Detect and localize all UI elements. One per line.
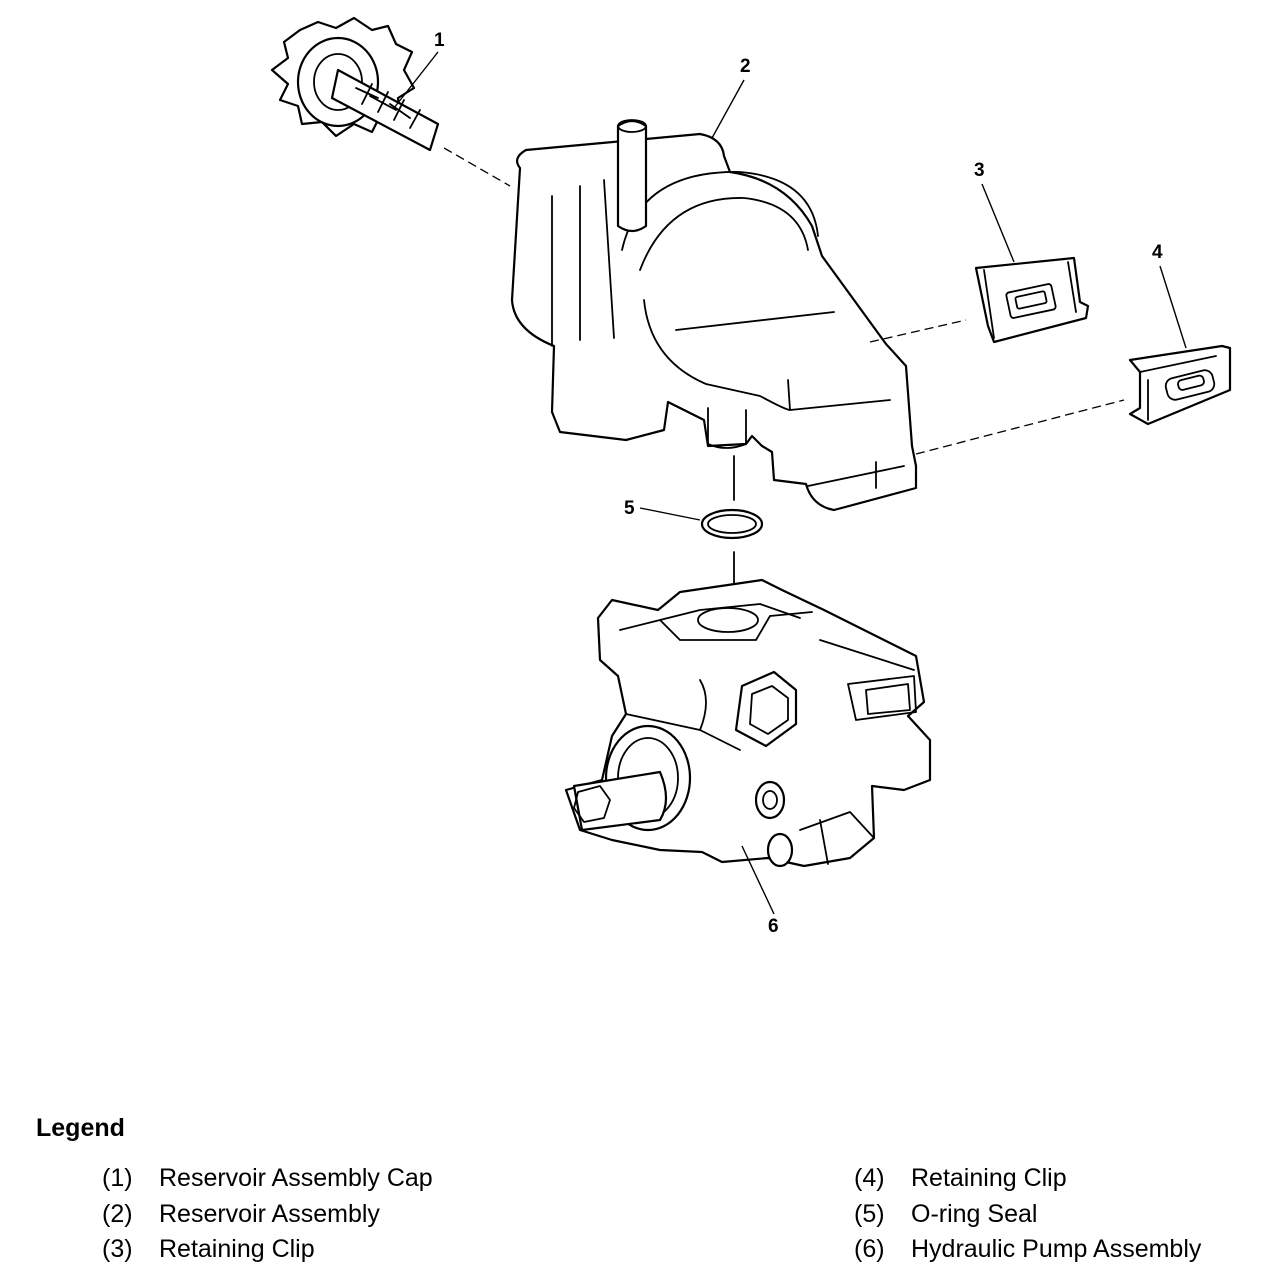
callout-4: 4 xyxy=(1152,242,1187,349)
callout-2: 2 xyxy=(711,56,751,139)
callout-5-label: 5 xyxy=(624,498,635,519)
legend-item-label: Retaining Clip xyxy=(911,1164,1067,1192)
legend-column-right: (4) Retaining Clip (5) O-ring Seal (6) Hydr… xyxy=(854,1164,1201,1271)
callout-4-label: 4 xyxy=(1152,242,1163,263)
hydraulic-pump-part xyxy=(564,578,932,868)
callout-3-label: 3 xyxy=(974,160,985,181)
legend-title: Legend xyxy=(36,1114,125,1142)
o-ring-seal-part xyxy=(700,508,764,601)
legend-item-label: Retaining Clip xyxy=(159,1235,315,1263)
exploded-view-diagram: 1 2 3 4 5 6 xyxy=(270,16,1232,937)
legend-item: (4) Retaining Clip xyxy=(854,1164,1201,1200)
callout-5: 5 xyxy=(624,498,701,521)
legend-item: (3) Retaining Clip xyxy=(102,1235,433,1271)
callout-1: 1 xyxy=(393,30,445,109)
callout-1-label: 1 xyxy=(434,30,445,51)
legend-item-number: (3) xyxy=(102,1235,133,1263)
legend-column-left: (1) Reservoir Assembly Cap (2) Reservoir A… xyxy=(102,1164,433,1271)
legend-item-label: Reservoir Assembly Cap xyxy=(159,1164,433,1192)
reservoir-cap-part xyxy=(270,16,511,187)
legend-item-number: (2) xyxy=(102,1199,133,1228)
legend-item-label: Reservoir Assembly xyxy=(159,1199,380,1228)
legend-item-label: O-ring Seal xyxy=(911,1199,1038,1228)
legend-item: (2) Reservoir Assembly xyxy=(102,1200,433,1236)
callout-6-label: 6 xyxy=(768,916,779,937)
reservoir-assembly-part xyxy=(510,119,1125,512)
retaining-clip-4-part xyxy=(1128,344,1232,426)
legend-item-number: (1) xyxy=(102,1164,133,1192)
callout-3: 3 xyxy=(974,160,1015,263)
callout-2-label: 2 xyxy=(740,56,751,77)
legend-item-number: (5) xyxy=(854,1199,885,1228)
legend-item: (1) Reservoir Assembly Cap xyxy=(102,1164,433,1200)
retaining-clip-3-part xyxy=(974,256,1090,344)
legend-item: (6) Hydraulic Pump Assembly xyxy=(854,1235,1201,1271)
legend-item-number: (6) xyxy=(854,1235,885,1263)
callout-6: 6 xyxy=(741,845,779,937)
legend-item-label: Hydraulic Pump Assembly xyxy=(911,1235,1202,1263)
legend-item: (5) O-ring Seal xyxy=(854,1200,1201,1236)
legend-item-number: (4) xyxy=(854,1164,885,1192)
